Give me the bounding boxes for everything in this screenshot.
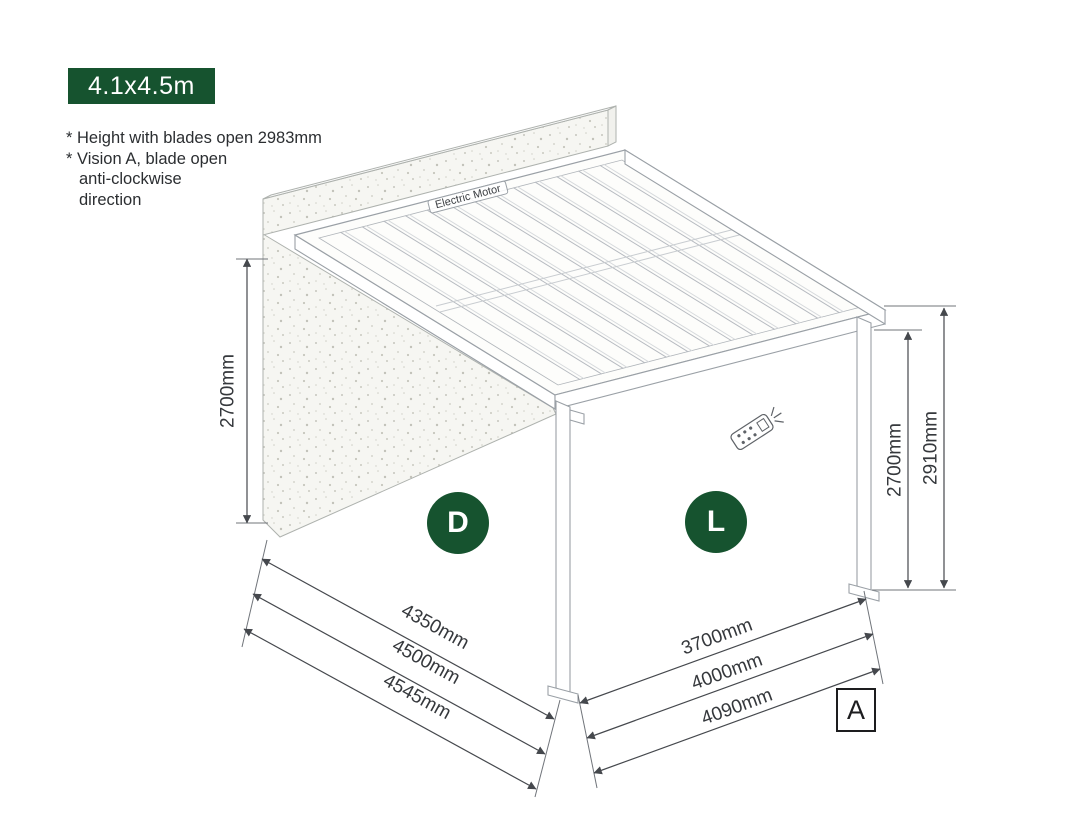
roof-mid-rail (435, 227, 744, 313)
roof-louver-slats (340, 163, 844, 381)
vision-a-box: A (836, 688, 876, 732)
post-right (848, 316, 880, 602)
wall-beam (262, 105, 617, 236)
signal-waves-icon (770, 406, 784, 423)
zone-l-marker: L (685, 491, 747, 553)
note-line-4: direction (79, 190, 142, 209)
size-badge: 4.1x4.5m (68, 68, 215, 104)
notes-block: * Height with blades open 2983mm * Visio… (66, 128, 322, 210)
zone-d-marker: D (427, 492, 489, 554)
dim-label-post-height: 2700mm (884, 420, 906, 500)
wall-beam-end (607, 105, 617, 147)
note-line-1: * Height with blades open 2983mm (66, 129, 322, 147)
wall-face (262, 233, 557, 538)
dim-label-wall-height: 2700mm (217, 351, 239, 431)
note-line-3: anti-clockwise (79, 170, 182, 188)
roof-right-fascia (624, 149, 886, 325)
dim-depth-group (241, 539, 561, 798)
post-front-left (547, 400, 585, 704)
remote-control-icon (730, 406, 784, 451)
post-front-left-body (555, 400, 571, 695)
dim-width-group (577, 590, 884, 789)
dim-label-total-height: 2910mm (920, 408, 942, 488)
dim-height-left (236, 258, 268, 524)
post-front-left-bracket (569, 409, 585, 425)
post-right-body (856, 316, 872, 593)
dim-height-right (872, 305, 956, 591)
note-line-2: * Vision A, blade open (66, 149, 228, 168)
